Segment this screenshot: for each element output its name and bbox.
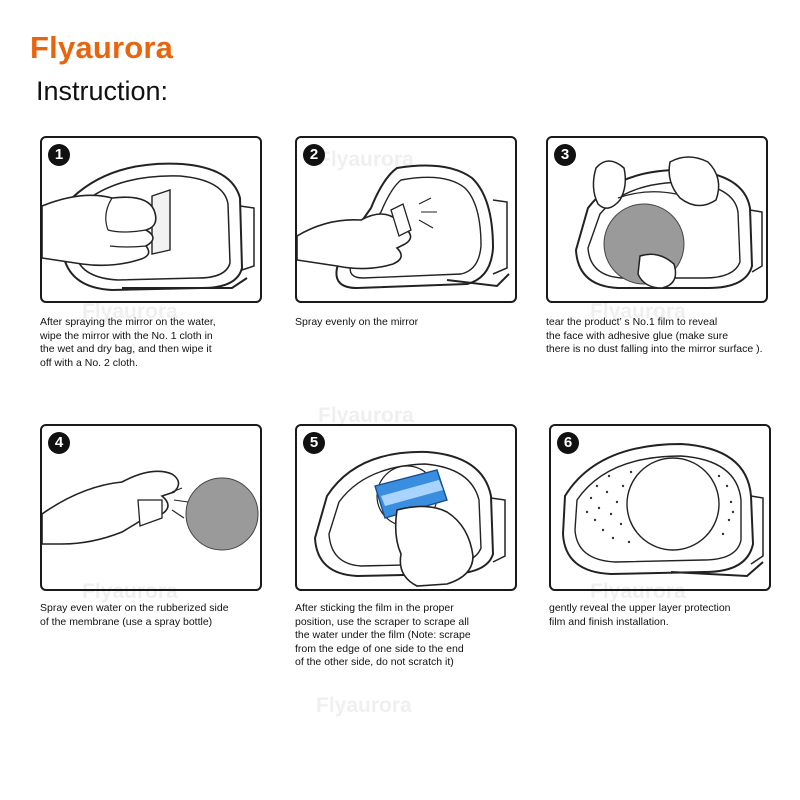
step-3-illustration: 3 xyxy=(546,136,768,303)
finished-mirror-drawing xyxy=(561,442,764,578)
watermark: Flyaurora xyxy=(318,148,414,171)
step-3-caption: tear the product’ s No.1 film to reveal … xyxy=(546,316,763,355)
step-4-caption: Spray even water on the rubberized side … xyxy=(40,602,229,628)
step-1-illustration: 1 xyxy=(40,136,262,303)
brand-title: Flyaurora xyxy=(30,30,174,65)
watermark: Flyaurora xyxy=(590,580,686,603)
instruction-heading: Instruction: xyxy=(36,76,169,106)
step-6-number-badge: 6 xyxy=(557,432,579,454)
step-6-illustration: 6 xyxy=(549,424,771,591)
step-5-caption: After sticking the film in the proper po… xyxy=(295,602,471,668)
watermark: Flyaurora xyxy=(590,300,686,323)
scrape-film-drawing xyxy=(313,450,506,587)
step-4-illustration: 4 xyxy=(40,424,262,591)
step-5-illustration: 5 xyxy=(295,424,517,591)
step-6-caption: gently reveal the upper layer protection… xyxy=(549,602,731,628)
step-3-number-badge: 3 xyxy=(554,144,576,166)
watermark: Flyaurora xyxy=(316,694,412,717)
watermark: Flyaurora xyxy=(318,404,414,427)
watermark: Flyaurora xyxy=(82,300,178,323)
step-2-caption: Spray evenly on the mirror xyxy=(295,316,419,328)
step-5-number-badge: 5 xyxy=(303,432,325,454)
step-1-caption: After spraying the mirror on the water, … xyxy=(40,316,216,369)
step-1-number-badge: 1 xyxy=(48,144,70,166)
spray-film-drawing xyxy=(42,470,259,551)
watermark: Flyaurora xyxy=(82,580,178,603)
step-2-number-badge: 2 xyxy=(303,144,325,166)
step-2-illustration: 2 xyxy=(295,136,517,303)
mirror-wipe-drawing xyxy=(42,162,255,292)
tear-film-drawing xyxy=(574,156,763,289)
step-4-number-badge: 4 xyxy=(48,432,70,454)
spray-mirror-drawing xyxy=(297,164,510,290)
